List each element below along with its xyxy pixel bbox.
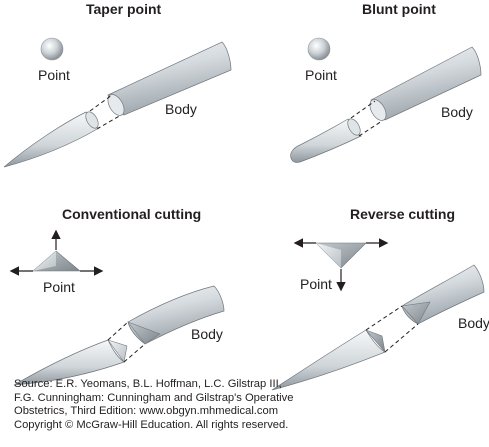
taper-point-panel bbox=[3, 37, 232, 168]
conventional-guide-line bbox=[123, 343, 146, 363]
taper-needle-tip bbox=[3, 111, 100, 168]
taper-point-label: Point bbox=[38, 67, 70, 83]
taper-guide-line bbox=[89, 94, 113, 112]
conventional-cross-section-icon bbox=[9, 229, 104, 276]
conventional-body-end-facet bbox=[127, 321, 161, 345]
blunt-point-title: Blunt point bbox=[362, 1, 436, 17]
taper-guide-line bbox=[96, 114, 122, 130]
reverse-guide-line bbox=[365, 305, 403, 331]
reverse-point-label: Point bbox=[300, 276, 332, 292]
conventional-body-label: Body bbox=[191, 326, 223, 342]
blunt-body-label: Body bbox=[441, 104, 473, 120]
conventional-needle-body bbox=[127, 285, 225, 345]
taper-point-cross-section-icon bbox=[40, 37, 64, 61]
blunt-body-end-opening bbox=[369, 99, 387, 121]
taper-body-end-opening bbox=[107, 94, 125, 116]
taper-point-title: Taper point bbox=[86, 1, 162, 17]
blunt-guide-line bbox=[350, 100, 376, 119]
reverse-cutting-title: Reverse cutting bbox=[350, 206, 456, 222]
reverse-cross-section-icon bbox=[293, 238, 389, 292]
conventional-point-label: Point bbox=[43, 279, 75, 295]
reverse-body-label: Body bbox=[458, 315, 489, 331]
conventional-tip-end-facet bbox=[107, 339, 128, 363]
reverse-guide-line bbox=[384, 323, 419, 353]
credit-line: Copyright © McGraw-Hill Education. All r… bbox=[14, 418, 289, 431]
credit-line: Obstetrics, Third Edition: www.obgyn.mhm… bbox=[14, 405, 279, 418]
reverse-tip-end-facet bbox=[365, 329, 386, 354]
blunt-point-cross-section-icon bbox=[307, 37, 331, 61]
source-credit: Source: E.R. Yeomans, B.L. Hoffman, L.C.… bbox=[14, 378, 293, 432]
credit-line: F.G. Cunningham: Cunningham and Gilstrap… bbox=[14, 391, 294, 404]
reverse-cutting-panel bbox=[271, 238, 485, 391]
credit-line: Source: E.R. Yeomans, B.L. Hoffman, L.C.… bbox=[14, 378, 282, 390]
conventional-cutting-title: Conventional cutting bbox=[62, 206, 202, 222]
taper-tip-end bbox=[85, 111, 99, 129]
blunt-tip-end bbox=[347, 118, 361, 136]
reverse-needle-tip bbox=[271, 329, 386, 391]
taper-body-label: Body bbox=[165, 101, 197, 117]
conventional-guide-line bbox=[107, 321, 129, 341]
reverse-body-end-facet bbox=[401, 301, 431, 325]
blunt-guide-line bbox=[358, 120, 383, 137]
blunt-point-label: Point bbox=[305, 67, 337, 83]
blunt-point-panel bbox=[290, 37, 482, 163]
conventional-needle-tip bbox=[13, 339, 125, 386]
conventional-cutting-panel bbox=[9, 229, 225, 386]
